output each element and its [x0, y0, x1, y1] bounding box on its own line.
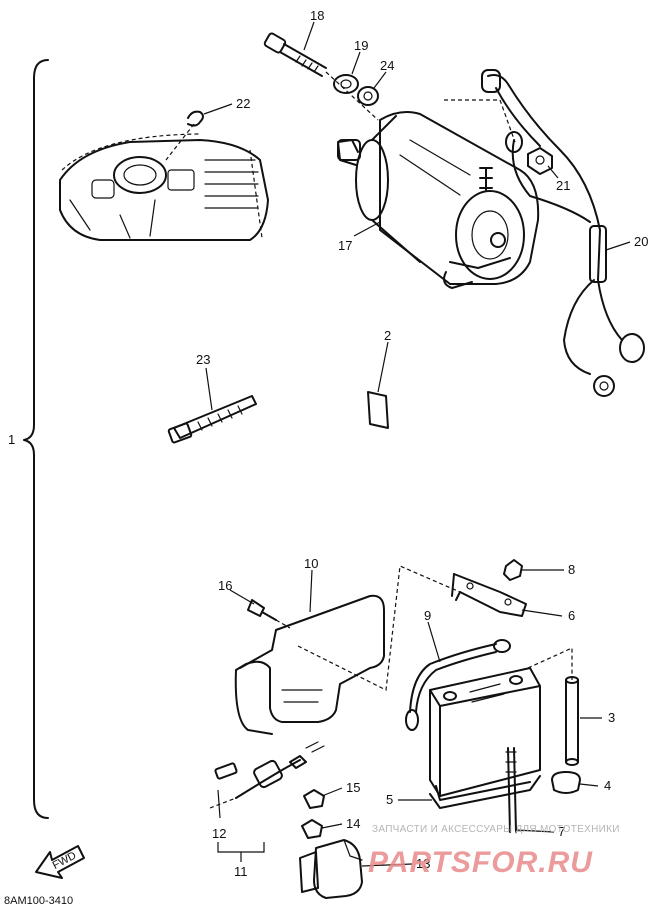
callout-11: 11: [234, 864, 248, 879]
callout-23: 23: [196, 352, 210, 367]
part-9-battery-cable: [405, 639, 511, 731]
callout-8: 8: [568, 562, 575, 577]
part-22-clip: [187, 110, 204, 127]
callout-19: 19: [354, 38, 368, 53]
part-13-relay: [299, 839, 363, 899]
part-24-washer: [357, 86, 379, 106]
part-7-rod: [505, 747, 517, 833]
diagram-code: 8AM100-3410: [4, 895, 73, 907]
callout-7: 7: [558, 824, 565, 839]
battery: [429, 647, 573, 797]
engine-crankcase: [59, 133, 269, 241]
callout-15: 15: [346, 780, 360, 795]
callout-14: 14: [346, 816, 360, 831]
callout-16: 16: [218, 578, 232, 593]
part-10-battery-cover: [234, 565, 461, 735]
watermark: ЗАПЧАСТИ И АКСЕССУАРЫ ДЛЯ МОТОТЕХНИКИ PA…: [368, 824, 620, 879]
part-23-cable-tie: [167, 395, 257, 444]
part-4-cap: [551, 771, 581, 794]
watermark-logo-text: PARTSFOR.RU: [368, 846, 593, 879]
part-3-tube: [565, 676, 579, 766]
leader-lines: [203, 21, 631, 867]
callout-17: 17: [338, 238, 352, 253]
callout-2: 2: [384, 328, 391, 343]
callout-4: 4: [604, 778, 611, 793]
part-14-screw: [301, 819, 323, 839]
callout-6: 6: [568, 608, 575, 623]
callout-20: 20: [634, 234, 648, 249]
part-20-starter-cable: [481, 69, 645, 397]
callout-labels: 1 2 3 4 5 6 7 8 9 10 11 12 13 14 15 16 1…: [8, 8, 648, 879]
callout-24: 24: [380, 58, 394, 73]
callout-18: 18: [310, 8, 324, 23]
part-17-starter-motor: [337, 99, 540, 289]
fwd-arrow: FWD: [35, 845, 85, 879]
callout-12: 12: [212, 826, 226, 841]
part-5-band: [429, 775, 541, 809]
part-2-pad: [367, 391, 389, 429]
part-19-lock-washer: [333, 74, 359, 94]
callout-9: 9: [424, 608, 431, 623]
callout-21: 21: [556, 178, 570, 193]
callout-5: 5: [386, 792, 393, 807]
part-21-nut: [527, 147, 553, 175]
callout-10: 10: [304, 556, 318, 571]
part-16-bolt: [247, 599, 291, 629]
part-18-bolt: [263, 32, 379, 121]
part-6-bracket: [451, 573, 527, 617]
callout-3: 3: [608, 710, 615, 725]
watermark-tagline: ЗАПЧАСТИ И АКСЕССУАРЫ ДЛЯ МОТОТЕХНИКИ: [372, 824, 620, 835]
callout-1: 1: [8, 432, 15, 447]
part-12-fuse: [214, 762, 238, 780]
callout-22: 22: [236, 96, 250, 111]
part-15-screw: [303, 789, 325, 809]
part-11-fuse-holder: [209, 741, 325, 809]
part-8-nut: [503, 559, 523, 581]
callout-13: 13: [416, 856, 430, 871]
assembly-bracket: [23, 59, 49, 819]
